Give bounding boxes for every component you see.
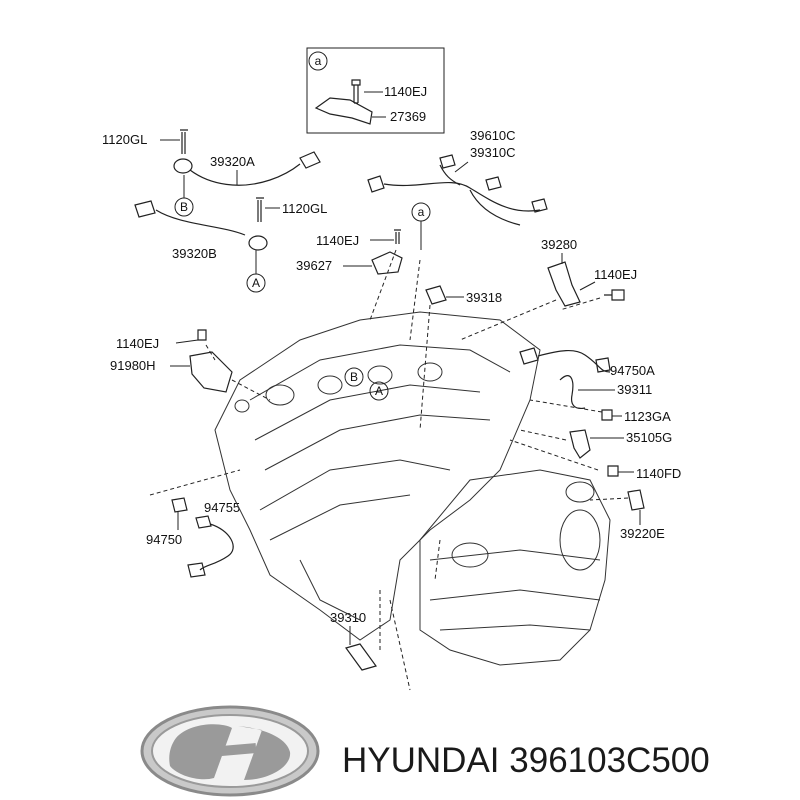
callout-A-1-label: A [252,276,260,290]
callout-A-2 [369,381,389,401]
callout-a-inset-label: a [315,54,322,68]
hyundai-logo [140,705,320,797]
knock-sensor-b [134,197,268,251]
bolt-1140EJ-icon [394,229,401,244]
callout-a-inset [308,51,328,71]
detail-inset-box: a [306,47,445,134]
label-1140EJ-right: 1140EJ [594,267,637,282]
label-39311: 39311 [617,382,652,397]
bolt-1140FD-icon [607,465,619,477]
connector-94755-icon [195,515,212,529]
label-39320B: 39320B [172,246,217,261]
label-91980H: 91980H [110,358,156,373]
knock-sensor-a [173,129,321,186]
label-94750: 94750 [146,532,182,547]
sensor-94750A-connector-icon [519,347,539,365]
label-1120GL-top: 1120GL [102,132,147,147]
crank-sensor-39310-icon [345,643,377,671]
bracket-91980H-icon [189,351,233,393]
bracket-icon [314,97,373,125]
label-1120GL-mid: 1120GL [282,201,327,216]
callout-a-main-label: a [418,205,425,219]
label-27369: 27369 [390,109,426,124]
bracket-39280-icon [547,261,581,307]
sensor-94750-icon [171,497,188,513]
clip-39311-icon [559,375,586,410]
callout-b-2 [344,367,364,387]
label-39220E: 39220E [620,526,665,541]
sensor-39220E-icon [627,489,645,511]
callout-b-2-label: B [350,370,358,384]
label-35105G: 35105G [626,430,672,445]
label-1140FD: 1140FD [636,466,681,481]
label-39310: 39310 [330,610,366,625]
leader-lines [149,249,629,691]
bolt-1140EJ-right-icon [604,289,625,301]
wiring-harness [367,154,548,226]
bracket-35105G-icon [569,429,591,459]
bolt-1140EJ-left-icon [197,329,207,341]
label-39318: 39318 [466,290,502,305]
label-39280: 39280 [541,237,577,252]
bolt-icon [351,79,361,104]
bracket-39627-icon [371,251,403,275]
callout-b-1-label: B [180,200,188,214]
label-94750A: 94750A [610,363,655,378]
part-number: 396103C500 [509,741,710,780]
label-1140EJ-inset: 1140EJ [384,84,427,99]
brand-part-number: HYUNDAI 396103C500 [342,736,792,786]
label-39320A: 39320A [210,154,255,169]
engine-block [214,311,541,641]
label-39627: 39627 [296,258,332,273]
label-39310C: 39310C [470,145,516,160]
label-1123GA: 1123GA [624,409,671,424]
label-94755: 94755 [204,500,240,515]
brand-name: HYUNDAI [342,741,500,780]
cam-sensor-icon [425,285,447,305]
callout-A-2-label: A [375,384,383,398]
label-1140EJ-left: 1140EJ [116,336,159,351]
label-39610C: 39610C [470,128,516,143]
label-1140EJ-upper: 1140EJ [316,233,359,248]
bolt-1123GA-icon [601,409,613,421]
transmission [419,469,611,666]
